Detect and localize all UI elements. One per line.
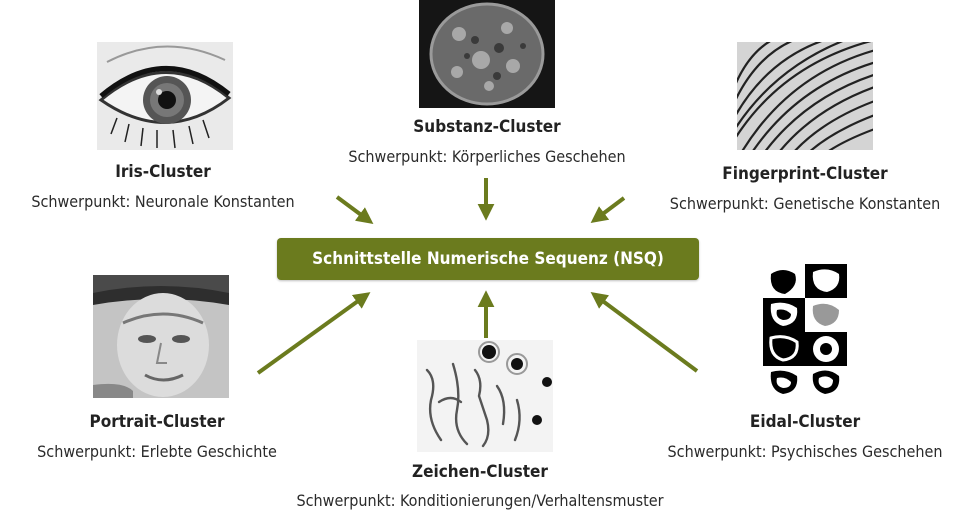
eidal-cluster-title: Eidal-Cluster: [749, 412, 861, 432]
portrait-cluster-focus: Schwerpunkt: Erlebte Geschichte: [37, 442, 277, 461]
zeichen-cluster-title: Zeichen-Cluster: [412, 462, 548, 482]
eidal-cluster-focus: Schwerpunkt: Psychisches Geschehen: [667, 442, 943, 461]
fingerprint-image: [737, 42, 873, 150]
zeichen-cluster-focus: Schwerpunkt: Konditionierungen/Verhalten…: [296, 491, 664, 510]
portrait-cluster-title: Portrait-Cluster: [89, 412, 225, 432]
iris-image: [97, 42, 233, 150]
iris-cluster-title: Iris-Cluster: [115, 162, 211, 182]
arrow-eidal: [590, 291, 699, 373]
substanz-cluster-title: Substanz-Cluster: [413, 117, 561, 137]
substanz-cluster-focus: Schwerpunkt: Körperliches Geschehen: [348, 147, 626, 166]
arrow-iris: [335, 195, 374, 225]
arrow-portrait: [256, 292, 371, 375]
arrow-fingerprint: [590, 196, 626, 224]
nsq-interface-box: Schnittstelle Numerische Sequenz (NSQ): [277, 238, 699, 280]
fingerprint-cluster-title: Fingerprint-Cluster: [722, 164, 888, 184]
fingerprint-cluster-focus: Schwerpunkt: Genetische Konstanten: [669, 194, 941, 213]
iris-cluster-focus: Schwerpunkt: Neuronale Konstanten: [31, 192, 295, 211]
eidal-image: [763, 264, 847, 400]
portrait-image: [93, 275, 229, 398]
substanz-image: [419, 0, 555, 108]
zeichen-image: [417, 340, 553, 452]
